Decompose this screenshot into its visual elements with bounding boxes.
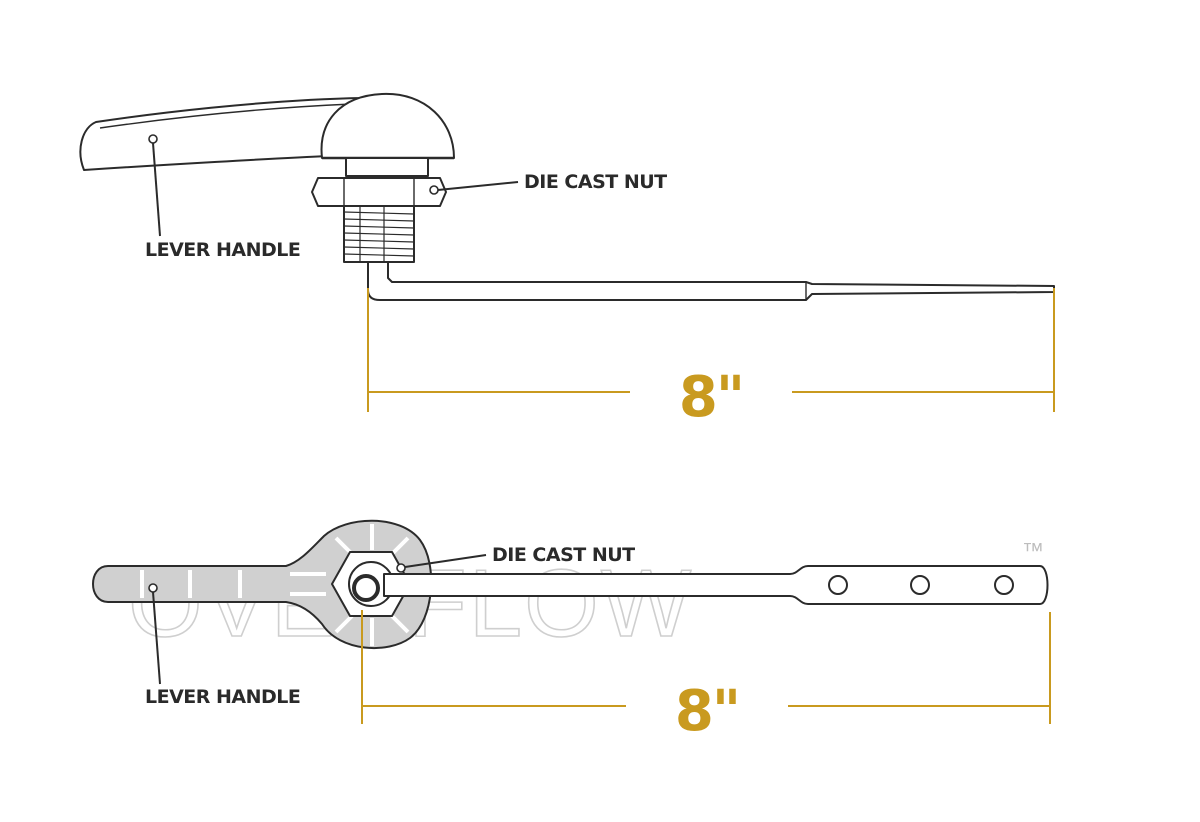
side-die-cast-nut-label: DIE CAST NUT [524,171,667,193]
top-die-cast-nut-label: DIE CAST NUT [492,544,635,566]
side-lever-leader [152,142,161,237]
side-dimension: 8" [367,288,1055,430]
side-nut-dot [429,185,439,195]
top-lever-handle [92,519,433,649]
side-callouts: LEVER HANDLE DIE CAST NUT [145,134,668,261]
top-view [92,519,1049,649]
watermark-trademark: ™ [1022,538,1044,563]
top-lever-leader [152,591,161,685]
side-die-cast-nut [311,177,447,207]
side-view [79,92,1055,301]
top-arm [383,565,1049,605]
top-arm-hole-1 [828,575,848,595]
side-collar [345,157,429,177]
side-dome-cap [320,92,455,159]
side-threads [343,206,415,262]
side-lever-dot [148,134,158,144]
top-dimension-label: 8" [675,679,739,744]
top-lever-handle-label: LEVER HANDLE [145,686,300,708]
top-arm-hole-2 [910,575,930,595]
side-dimension-label: 8" [679,365,743,430]
top-nut-bore [352,574,380,602]
top-nut-dot [396,563,406,573]
top-callouts: LEVER HANDLE DIE CAST NUT [145,544,636,708]
top-arm-hole-3 [994,575,1014,595]
top-lever-dot [148,583,158,593]
side-lever-handle-label: LEVER HANDLE [145,239,300,261]
top-nut-leader [404,554,487,568]
side-arm [367,261,1055,301]
top-dimension: 8" [361,610,1051,744]
side-lever-handle-edge [99,103,353,129]
side-nut-leader [437,181,519,191]
